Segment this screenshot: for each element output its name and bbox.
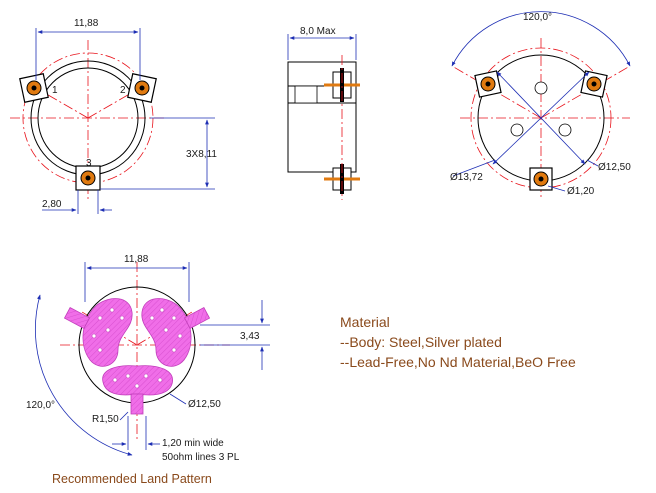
land-pattern-view: 11,88 3,43 120,0° R1,50 Ø12,50 1,20 min … bbox=[26, 254, 270, 463]
pin-label-1: 1 bbox=[52, 85, 58, 96]
side-view: 8,0 Max bbox=[287, 26, 360, 200]
land-pad-right bbox=[141, 298, 192, 367]
dim-height-side: 8,0 Max bbox=[300, 26, 336, 37]
material-line-body: --Body: Steel,Silver plated bbox=[340, 334, 502, 350]
dim-d2-top-right: Ø12,50 bbox=[598, 162, 631, 173]
side-connector-bottom bbox=[324, 164, 360, 194]
material-title: Material bbox=[340, 314, 390, 330]
note-min-wide: 1,20 min wide bbox=[162, 438, 224, 449]
dim-width-land: 11,88 bbox=[124, 254, 149, 265]
material-line-leadfree: --Lead-Free,No Nd Material,BeO Free bbox=[340, 354, 576, 370]
top-right-view: 120,0° Ø13,72 Ø12,50 Ø1,20 bbox=[450, 11, 631, 198]
top-left-dimensions bbox=[35, 28, 215, 214]
feed-line-bottom bbox=[130, 393, 144, 415]
top-left-view: 1 2 3 11,88 3X8,11 2,80 bbox=[10, 18, 217, 214]
dim-pitch-top-left: 3X8,11 bbox=[186, 149, 217, 160]
land-pattern-caption: Recommended Land Pattern bbox=[52, 472, 212, 486]
terminal-2 bbox=[127, 73, 157, 103]
pin-label-3: 3 bbox=[86, 158, 92, 169]
dim-angle-land: 120,0° bbox=[26, 400, 55, 411]
feed-line-left bbox=[63, 306, 91, 330]
terminal-right-3 bbox=[529, 167, 553, 191]
dim-diameter-land: Ø12,50 bbox=[188, 399, 221, 410]
feed-line-right bbox=[183, 306, 211, 330]
dim-width-top-left: 11,88 bbox=[74, 18, 99, 29]
terminal-3 bbox=[75, 165, 101, 191]
pin-label-2: 2 bbox=[120, 85, 126, 96]
dim-d1-top-right: Ø13,72 bbox=[450, 172, 483, 183]
terminal-right-2 bbox=[580, 70, 608, 98]
dim-d3-top-right: Ø1,20 bbox=[567, 186, 595, 197]
note-50ohm: 50ohm lines 3 PL bbox=[162, 452, 240, 463]
dim-gap-land: 3,43 bbox=[240, 331, 260, 342]
dim-radius-land: R1,50 bbox=[92, 414, 119, 425]
dim-angle-top-right: 120,0° bbox=[523, 12, 552, 23]
terminal-1 bbox=[19, 73, 49, 103]
terminal-right-1 bbox=[474, 70, 502, 98]
land-pad-left bbox=[82, 298, 133, 367]
dim-pad-top-left: 2,80 bbox=[42, 199, 62, 210]
